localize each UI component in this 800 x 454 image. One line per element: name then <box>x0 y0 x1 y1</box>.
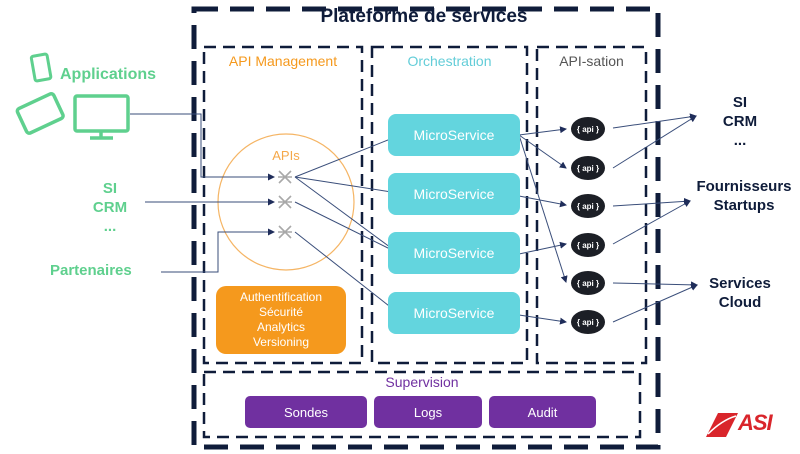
connector-api6-services <box>612 284 698 323</box>
source-partenaires: Partenaires <box>50 262 132 279</box>
platform-border <box>191 6 661 450</box>
connector-api2-ms3 <box>294 201 399 254</box>
target-si: SI <box>732 94 748 111</box>
microservice-1[interactable]: MicroService <box>388 114 520 156</box>
asi-logo-mark <box>706 413 738 437</box>
connector-api1-ms1 <box>294 134 399 178</box>
target-cloud: Cloud <box>718 294 762 311</box>
feature-auth: Authentification <box>239 290 323 304</box>
gateway-icon-3 <box>278 225 292 239</box>
target-ellipsis: ... <box>733 132 747 149</box>
column-title-orchestration: Orchestration <box>407 53 492 69</box>
orchestration-border <box>370 45 529 365</box>
supervision-logs[interactable]: Logs <box>374 396 482 428</box>
api-sation-border <box>535 45 648 365</box>
api-node-4[interactable]: { api } <box>571 233 605 257</box>
supervision-audit[interactable]: Audit <box>489 396 596 428</box>
connector-api3-ms4 <box>294 231 399 314</box>
api-node-2[interactable]: { api } <box>571 156 605 180</box>
supervision-border <box>202 370 642 439</box>
feature-security: Sécurité <box>258 305 304 319</box>
connector-api5-services <box>612 281 698 289</box>
asi-logo-text: ASI <box>738 410 773 435</box>
connector-api1-ms3 <box>294 176 399 254</box>
connector-api1-si <box>612 113 697 129</box>
apis-label: APIs <box>272 148 300 163</box>
target-fournisseurs-startups: Fournisseurs Startups <box>688 177 800 215</box>
target-crm: CRM <box>722 113 758 130</box>
supervision-label: Supervision <box>385 374 459 390</box>
column-title-api-management: API Management <box>228 53 338 69</box>
source-si: SI <box>102 180 118 197</box>
source-applications: Applications <box>60 66 157 83</box>
api-management-border <box>202 45 364 365</box>
api-node-5[interactable]: { api } <box>571 271 605 295</box>
connector-api3-fournisseurs <box>612 197 691 207</box>
tablet-icon <box>15 92 65 135</box>
monitor-icon <box>73 94 130 140</box>
target-si-crm: SI CRM ... <box>710 93 770 150</box>
connector-ms4-api6 <box>518 314 567 325</box>
microservice-3[interactable]: MicroService <box>388 232 520 274</box>
connector-partenaires <box>161 228 275 273</box>
source-si-crm: SI CRM ... <box>80 179 140 236</box>
api-node-3[interactable]: { api } <box>571 194 605 218</box>
supervision-sondes[interactable]: Sondes <box>245 396 367 428</box>
feature-versioning: Versioning <box>252 335 310 349</box>
api-node-1[interactable]: { api } <box>571 117 605 141</box>
connector-api1-ms2 <box>294 176 399 196</box>
connector-ms1-api5 <box>518 134 568 283</box>
page-title: Plateforme de services <box>320 6 528 27</box>
connector-api2-si <box>612 115 697 169</box>
api-node-6[interactable]: { api } <box>571 310 605 334</box>
connector-api4-fournisseurs <box>612 200 691 245</box>
connector-applications <box>130 113 275 181</box>
connector-ms1-api1 <box>518 126 567 136</box>
column-title-api-sation: API-sation <box>559 53 624 69</box>
source-ellipsis: ... <box>103 218 117 235</box>
target-startups: Startups <box>713 197 775 214</box>
target-services-cloud: Services Cloud <box>700 274 780 312</box>
microservice-2[interactable]: MicroService <box>388 173 520 215</box>
api-management-features: Authentification Sécurité Analytics Vers… <box>216 286 346 354</box>
connector-ms1-api2 <box>518 134 567 169</box>
gateway-icon-1 <box>278 170 292 184</box>
connector-ms3-api4 <box>518 241 567 255</box>
connector-ms2-api3 <box>518 195 567 208</box>
target-services: Services <box>709 275 771 292</box>
smartphone-icon <box>29 52 53 83</box>
gateway-icon-2 <box>278 195 292 209</box>
target-fournisseurs: Fournisseurs <box>696 178 792 195</box>
source-crm: CRM <box>92 199 128 216</box>
feature-analytics: Analytics <box>256 320 306 334</box>
microservice-4[interactable]: MicroService <box>388 292 520 334</box>
